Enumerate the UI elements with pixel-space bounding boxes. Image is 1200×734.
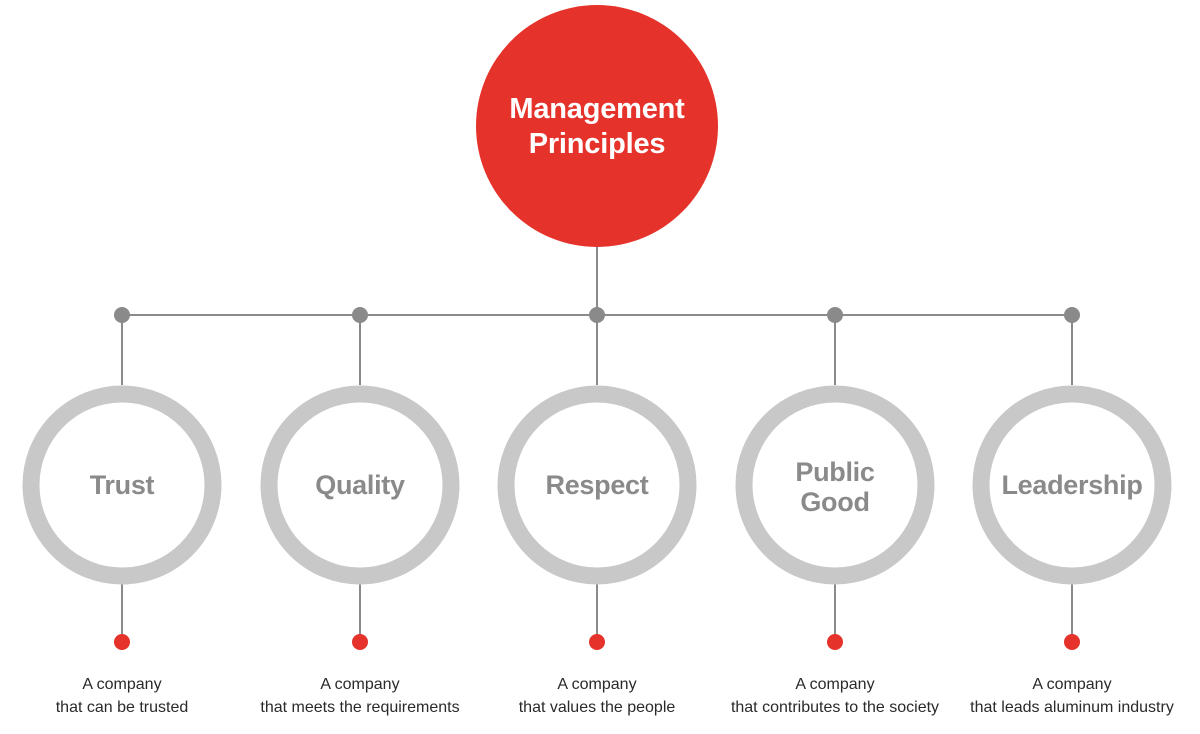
node-ring xyxy=(497,385,697,585)
principle-description-trust: A company that can be trusted xyxy=(2,673,242,719)
node-ring xyxy=(260,385,460,585)
bus-dot xyxy=(114,307,130,323)
principle-label-line: Quality xyxy=(315,470,405,500)
description-line: A company xyxy=(795,676,875,693)
root-circle xyxy=(476,5,718,247)
bus-dot xyxy=(827,307,843,323)
principle-node-leadership xyxy=(972,307,1172,650)
principle-node-trust xyxy=(22,307,222,650)
description-line: A company xyxy=(557,676,637,693)
bus-dot xyxy=(589,307,605,323)
principle-label-public-good: Public Good xyxy=(755,457,915,517)
principle-label-quality: Quality xyxy=(280,470,440,500)
accent-dot xyxy=(1064,634,1080,650)
principle-node-quality xyxy=(260,307,460,650)
principle-description-quality: A company that meets the requirements xyxy=(240,673,480,719)
description-line: that values the people xyxy=(518,699,676,716)
principle-label-line: Respect xyxy=(545,470,649,500)
principle-description-leadership: A company that leads aluminum industry xyxy=(952,673,1192,719)
accent-dot xyxy=(827,634,843,650)
principle-description-respect: A company that values the people xyxy=(477,673,717,719)
root-title-line: Management xyxy=(509,93,685,125)
description-line: that leads aluminum industry xyxy=(970,699,1174,716)
node-ring xyxy=(972,385,1172,585)
description-line: A company xyxy=(1032,676,1112,693)
accent-dot xyxy=(352,634,368,650)
principle-label-line: Trust xyxy=(89,470,155,500)
principle-label-line: Public xyxy=(795,457,875,487)
principle-label-line: Good xyxy=(800,487,870,517)
root-title: Management Principles xyxy=(477,92,717,162)
description-line: that meets the requirements xyxy=(260,699,460,716)
principle-label-leadership: Leadership xyxy=(992,470,1152,500)
principle-label-line: Leadership xyxy=(1001,470,1143,500)
principle-node-respect xyxy=(497,307,697,650)
principle-node-public-good xyxy=(735,307,935,650)
description-line: A company xyxy=(320,676,400,693)
root-title-line: Principles xyxy=(528,128,666,160)
node-ring xyxy=(22,385,222,585)
principle-label-respect: Respect xyxy=(517,470,677,500)
principle-description-public-good: A company that contributes to the societ… xyxy=(715,673,955,719)
accent-dot xyxy=(589,634,605,650)
bus-dot xyxy=(1064,307,1080,323)
description-line: that contributes to the society xyxy=(730,699,940,716)
description-line: A company xyxy=(82,676,162,693)
bus-dot xyxy=(352,307,368,323)
description-line: that can be trusted xyxy=(55,699,189,716)
node-ring xyxy=(735,385,935,585)
accent-dot xyxy=(114,634,130,650)
principle-label-trust: Trust xyxy=(42,470,202,500)
